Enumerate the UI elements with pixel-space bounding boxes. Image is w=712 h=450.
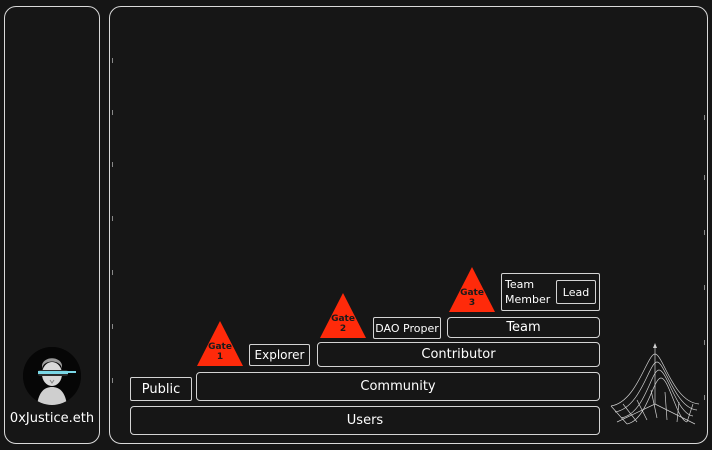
avatar-image xyxy=(23,347,81,405)
layer-team-member: Team Member xyxy=(505,278,551,306)
surface-plot-icon xyxy=(610,343,700,425)
avatar[interactable] xyxy=(23,347,81,405)
layer-explorer: Explorer xyxy=(249,344,310,366)
surface-plot-decoration xyxy=(607,342,703,434)
layer-public: Public xyxy=(130,377,192,401)
layer-team: Team xyxy=(447,317,600,338)
layer-users: Users xyxy=(130,406,600,435)
profile-name: 0xJustice.eth xyxy=(9,411,95,426)
layer-lead: Lead xyxy=(556,280,596,304)
layer-community: Community xyxy=(196,372,600,401)
layer-contributor: Contributor xyxy=(317,342,600,367)
main-panel xyxy=(109,6,708,444)
layer-dao-proper: DAO Proper xyxy=(373,317,441,339)
team-member-group: Team Member Lead xyxy=(501,273,600,311)
